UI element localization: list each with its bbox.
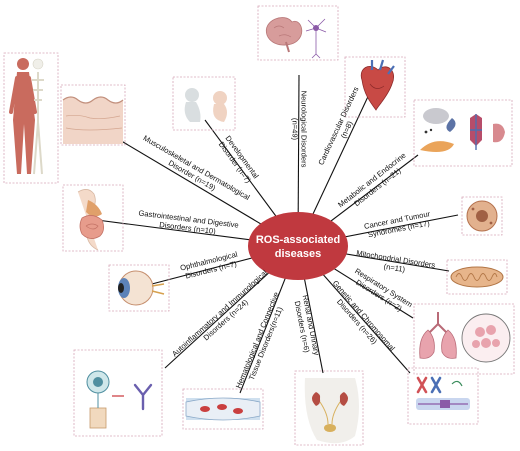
label-cardiovascular: Cardiovascular Disorders (n=8) <box>316 85 360 166</box>
label-ophthalmological: Ophthalmological Disorders (n=7) <box>179 250 238 281</box>
digestive-tract-icon <box>62 184 124 252</box>
svg-text:Neurological Disorders: Neurological Disorders <box>300 91 309 168</box>
fetus-icon <box>172 76 236 131</box>
eye-icon <box>108 264 170 312</box>
muscle-skin-icon <box>3 52 126 184</box>
center-title-line2: diseases <box>275 248 321 260</box>
label-renal: Renal and Urinary Disorders (n=6) <box>293 294 322 356</box>
endocrine-organs-icon <box>413 99 513 167</box>
center-ellipse <box>248 212 348 280</box>
lungs-icon <box>413 303 515 375</box>
center-node: ROS-associated diseases <box>248 212 348 280</box>
label-cancer: Cancer and Tumour Syndromes (n=17) <box>363 209 431 239</box>
tumour-cell-icon <box>461 196 503 236</box>
immune-cell-antibody-icon <box>73 349 163 437</box>
label-gastrointestinal: Gastrointestinal and Digestive Disorders… <box>138 208 239 236</box>
brain-neuron-icon <box>257 5 339 61</box>
kidneys-icon <box>294 370 364 446</box>
blood-vessel-icon <box>182 388 264 430</box>
svg-text:(n=11): (n=11) <box>383 262 406 274</box>
label-metabolic: Metabolic and Endocrine Disorders (n=21) <box>336 151 407 210</box>
chromosome-icon <box>407 367 479 425</box>
center-title-line1: ROS-associated <box>256 234 340 246</box>
heart-icon <box>344 56 406 118</box>
svg-text:Metabolic and Endocrine: Metabolic and Endocrine <box>336 151 407 210</box>
svg-text:(n=49): (n=49) <box>291 118 300 141</box>
mitochondrion-icon <box>446 259 508 295</box>
label-neurological: Neurological Disorders (n=49) <box>291 91 309 168</box>
